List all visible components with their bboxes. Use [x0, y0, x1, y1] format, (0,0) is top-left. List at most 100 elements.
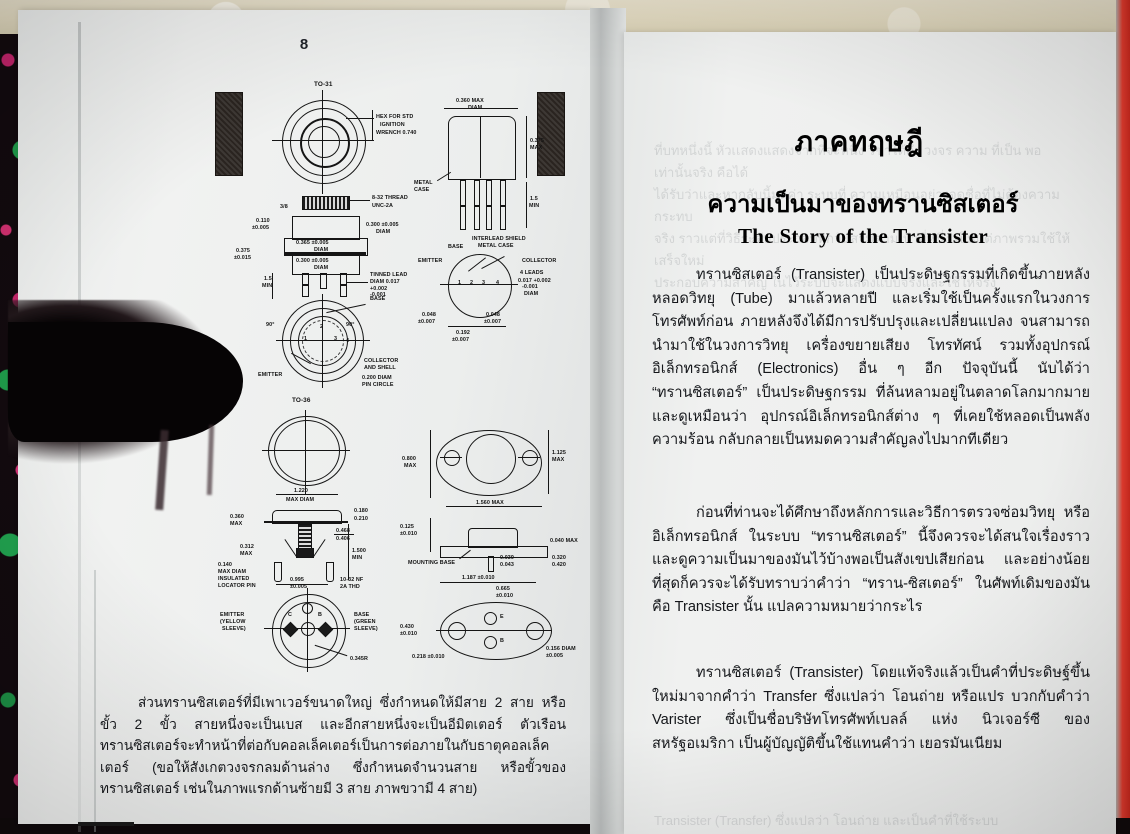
- to31-tinned-4: -0.001: [370, 292, 386, 298]
- bottomview-pin-3: 3: [482, 280, 486, 286]
- mb-term-e: [484, 612, 497, 625]
- to36-emitter-3: SLEEVE): [222, 626, 246, 632]
- to31-dim-0300-top-b: DIAM: [376, 229, 391, 235]
- to31-pin-num-3: 3: [334, 336, 338, 342]
- to36-dim-0995-line: [276, 584, 328, 585]
- side-dim-0375-line: [526, 116, 527, 178]
- side-dim-0360-b: DIAM: [468, 105, 483, 111]
- mb-hole-left: [444, 450, 460, 466]
- to31-tinned-leader: [346, 282, 368, 283]
- to31-outer-circle: [282, 100, 366, 184]
- book-gutter: [590, 8, 626, 834]
- bottomview-lead-dim-3: DIAM: [524, 291, 539, 297]
- to31-pin-1: [302, 273, 309, 285]
- mb-dim-1187-line: [440, 582, 536, 583]
- bottomview-dim-0048-a: 0.048: [422, 312, 436, 318]
- to31-dim-0365-b: DIAM: [314, 247, 329, 253]
- bottomview-dim-0192-a: 0.192: [456, 330, 470, 336]
- mb-dim-1125-line: [548, 430, 549, 494]
- to31-bore-circle: [308, 126, 340, 158]
- to36-dim-1500-line: [348, 524, 349, 580]
- to36-bottom-center: [301, 622, 315, 636]
- side-dim-0375-b: MAX: [530, 145, 543, 151]
- to31-collector-label-1: COLLECTOR: [364, 358, 399, 364]
- side-dim-0375-a: 0.375: [530, 138, 544, 144]
- bottomview-dim-0192-b: ±0.007: [452, 337, 470, 343]
- mb-bottom-hline: [436, 630, 552, 631]
- to31-dim-0375-a: 0.375: [236, 248, 250, 254]
- to36-dim-0312-max: MAX: [240, 551, 253, 557]
- to36-pin-left: [274, 562, 282, 582]
- to31-thread-label-1: 8-32 THREAD: [372, 195, 408, 201]
- mb-dim-0040: 0.040 MAX: [550, 538, 578, 544]
- to36-centerline-v: [305, 410, 306, 494]
- section-heading-english: The Story of the Transister: [738, 224, 988, 248]
- bottomview-emitter-label: EMITTER: [418, 258, 443, 264]
- to36-centerline-h: [262, 450, 350, 451]
- bottomview-dim-0048-d: ±0.007: [484, 319, 502, 325]
- to36-dim-0312: 0.312: [240, 544, 254, 550]
- mb-side-plate: [440, 546, 548, 558]
- mb-label-b: B: [500, 638, 504, 644]
- interlead-shield-1: INTERLEAD SHIELD: [472, 236, 526, 242]
- mb-dim-0320: 0.320: [552, 555, 566, 561]
- interlead-shield-2: METAL CASE: [478, 243, 514, 249]
- page-number: 8: [299, 36, 309, 53]
- to36-maxdiam-line: [276, 494, 338, 495]
- to31-pin-num-2: 2: [320, 324, 324, 330]
- side-lead-2b: [474, 206, 480, 230]
- to36-emitter-1: EMITTER: [220, 612, 245, 618]
- side-dim-min: MIN: [529, 203, 540, 209]
- to36-bottom-outer: [272, 594, 346, 668]
- bottomview-hline: [440, 284, 518, 285]
- mb-dim-0156: 0.156 DIAM: [546, 646, 576, 652]
- to31-pincircle-hline: [276, 340, 370, 341]
- to31-pin-3: [340, 273, 347, 285]
- bottomview-dim-0048-c: 0.048: [486, 312, 500, 318]
- to36-thread-1: 10-32 NF: [340, 577, 364, 583]
- to36-base-1: BASE: [354, 612, 370, 618]
- to36-pin-right: [326, 562, 334, 582]
- figure-to-31: TO-31 HEX FOR STD IGNITION WRENCH 0.740 …: [234, 81, 576, 388]
- photo-strip-left: [215, 92, 243, 176]
- to36-dim-0995: 0.995: [290, 577, 304, 583]
- page-crease-lower: [94, 570, 96, 832]
- mb-dim-0043: 0.043: [500, 562, 514, 568]
- to31-dim-0300-bot-b: DIAM: [314, 265, 329, 271]
- showthrough-text-bottom: Transister (Transfer) ซึ่งแปลว่า โอนถ่าย…: [654, 813, 999, 828]
- mb-bottom-outline: [440, 602, 552, 660]
- to31-thread-label-2: UNC-2A: [372, 203, 393, 209]
- mb-bottom-hole-left: [448, 622, 466, 640]
- to36-flange: [272, 510, 342, 524]
- side-metal-case-b: CASE: [414, 187, 430, 193]
- mb-dim-0125-line: [430, 518, 431, 552]
- to31-base-label: BASE: [370, 296, 386, 302]
- to31-thread-leader: [348, 200, 370, 201]
- red-surface-right: [1116, 0, 1130, 834]
- mb-dim-0430: 0.430: [400, 624, 414, 630]
- to31-vertical-centerline: [322, 90, 323, 194]
- side-lead-3b: [486, 206, 492, 230]
- side-lead-4: [500, 180, 506, 206]
- to31-pin-2: [320, 273, 327, 289]
- to31-dim-0300-top-a: 0.300 ±0.005: [366, 222, 399, 228]
- mb-dim-0039: 0.039: [500, 555, 514, 561]
- mb-side-boss: [468, 528, 518, 548]
- mb-dim-0125-tol: ±0.010: [400, 531, 418, 537]
- side-dim-0360-a: 0.360 MAX: [456, 98, 484, 104]
- mb-dim-1125: 1.125: [552, 450, 566, 456]
- to36-bottom-top-node: [302, 603, 313, 614]
- to36-locator-3: INSULATED: [218, 576, 250, 582]
- to36-bottom-inner: [280, 602, 338, 660]
- side-dim-top: [444, 108, 518, 109]
- mb-dim-1187: 1.187 ±0.010: [462, 575, 495, 581]
- mb-bottom-hole-right: [526, 622, 544, 640]
- to31-hex-label-3: WRENCH 0.740: [376, 130, 417, 136]
- to31-tinned-1: TINNED LEAD: [370, 272, 408, 278]
- mb-dim-0430-tol: ±0.010: [400, 631, 418, 637]
- to36-thread-2: 2A THD: [340, 584, 360, 590]
- to36-dim-0468: 0.468: [336, 528, 350, 534]
- to31-dim-0110-b: ±0.005: [252, 225, 270, 231]
- side-metal-case-a: METAL: [414, 180, 433, 186]
- section-heading-thai: ความเป็นมาของทรานซิสเตอร์: [707, 191, 1019, 218]
